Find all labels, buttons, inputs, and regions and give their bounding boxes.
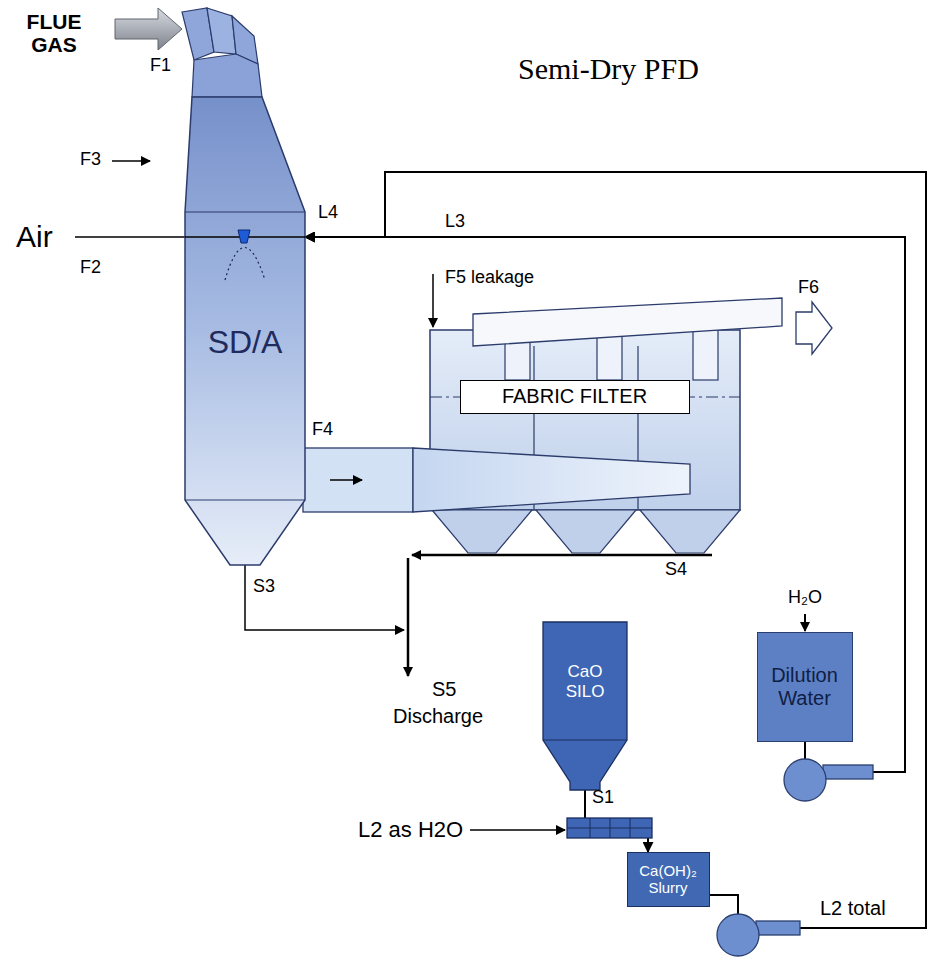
- slaker-grid: [590, 818, 591, 838]
- outline-part: [185, 211, 305, 212]
- air-line: [75, 236, 185, 238]
- outline-part: [185, 499, 305, 500]
- node-text-area: SD/A: [185, 312, 305, 372]
- hopper: [536, 510, 636, 553]
- node-label: SD/A: [208, 324, 283, 361]
- inlet-duct: [303, 448, 413, 512]
- node-label: CaO SILO: [557, 662, 613, 701]
- spray-dryer-absorber: SD/A: [185, 97, 305, 565]
- outlet-arrow: [796, 302, 832, 354]
- callout-label: S4: [665, 560, 687, 580]
- solids-line: [407, 558, 410, 676]
- flue-gas-arrow: [115, 8, 182, 50]
- slaker: [567, 818, 652, 838]
- outline-part: [185, 97, 305, 565]
- diagram-title: Semi-Dry PFD: [518, 52, 699, 85]
- callout-label: Air: [16, 220, 53, 253]
- callout-label: F2: [80, 258, 101, 278]
- callout-label: L4: [318, 203, 338, 223]
- solids-line: [412, 554, 712, 557]
- flow-connector: [305, 172, 926, 928]
- outlet-manifold: [473, 298, 782, 346]
- outline-part: [225, 248, 265, 281]
- hopper: [640, 510, 740, 553]
- node-label: FABRIC FILTER: [502, 385, 647, 408]
- outline-part: [238, 230, 250, 243]
- callout-label: F3: [80, 150, 101, 170]
- slaker-grid: [630, 818, 631, 838]
- node-label: Ca(OH)₂ Slurry: [629, 862, 707, 897]
- pump-outlet: [823, 765, 873, 779]
- callout-label: S1: [592, 788, 614, 808]
- slaker-grid: [610, 818, 611, 838]
- callout-label: S5: [432, 678, 456, 700]
- tank-box: Dilution Water: [757, 632, 853, 742]
- node-text-area: FABRIC FILTER: [460, 380, 690, 414]
- flow-arrow: [432, 274, 434, 327]
- flow-arrow: [470, 829, 565, 831]
- callout-label: F1: [150, 56, 171, 76]
- callout-label: S3: [253, 577, 275, 597]
- node-label: Dilution Water: [760, 664, 850, 710]
- outline-part: [543, 740, 627, 741]
- callout-label: L2 total: [820, 897, 886, 919]
- node-outline: [543, 622, 627, 790]
- pump-outlet: [756, 921, 800, 935]
- callout-label: Discharge: [393, 705, 483, 727]
- flow-arrow: [112, 160, 150, 162]
- callout-label: F5 leakage: [445, 268, 534, 288]
- callout-label: F4: [312, 420, 333, 440]
- lime-silo: CaO SILO: [543, 622, 627, 790]
- callout-label: L3: [445, 212, 465, 232]
- callout-label: H₂O: [788, 588, 822, 608]
- inlet-duct: [192, 54, 262, 97]
- node-text-area: CaO SILO: [543, 640, 627, 724]
- outline-part: [543, 622, 627, 790]
- callout-label: FLUE GAS: [8, 10, 100, 56]
- pump-symbol: [784, 759, 826, 801]
- flow-arrow: [330, 479, 362, 481]
- callout-label: F6: [798, 278, 819, 298]
- callout-label: L2 as H2O: [358, 818, 463, 842]
- solids-line: [245, 565, 404, 630]
- distribution-duct: [413, 448, 690, 512]
- tank-box: Ca(OH)₂ Slurry: [627, 852, 710, 907]
- hopper: [432, 510, 532, 553]
- outlet-pipe: [693, 330, 718, 380]
- node-text-area: Ca(OH)₂ Slurry: [627, 852, 710, 907]
- process-box: FABRIC FILTER: [460, 380, 690, 414]
- pump-symbol: [717, 914, 759, 956]
- node-text-area: Dilution Water: [757, 632, 853, 742]
- flow-arrow: [804, 614, 806, 631]
